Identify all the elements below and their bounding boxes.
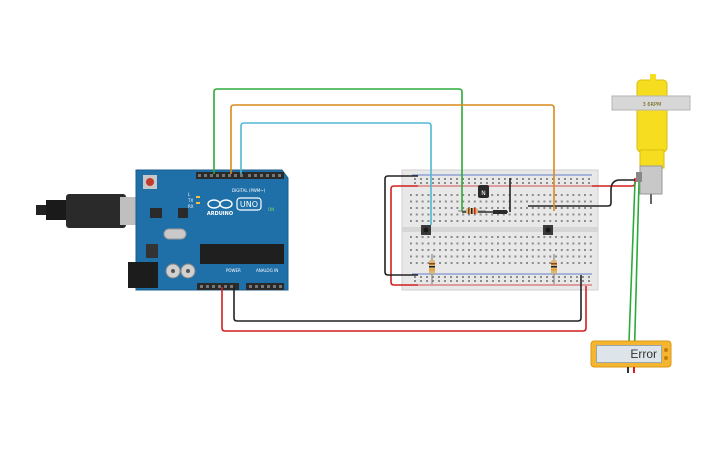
motor-can [639,165,663,195]
uno-label: UNO [240,200,258,209]
atmega-chip [200,244,284,264]
power-analog-pins[interactable] [200,285,282,288]
on-label: ON [268,207,274,212]
wire-green[interactable] [213,88,463,211]
usb-connector [66,194,126,228]
l-label: L [188,192,191,197]
wire-black-motor[interactable] [584,179,635,207]
power-label: POWER [226,268,241,273]
multimeter-readout: Error [596,345,662,363]
rx-label: RX [188,204,194,209]
voltage-regulator [146,244,158,258]
pushbutton-right[interactable] [543,225,553,235]
breadboard-holes[interactable] [410,178,592,282]
usb-plug-tip [36,205,48,215]
wire-green-meter-1[interactable] [627,181,636,369]
transistor-label: N [481,190,486,197]
wire-black-left-rail[interactable] [384,175,418,276]
usb-plug-body [46,200,68,220]
motor-top-tab [650,74,656,82]
resistor-right[interactable] [551,254,557,284]
digital-header-label: DIGITAL (PWM~) [232,188,266,193]
chip-usb [178,208,188,218]
analog-header [246,283,284,290]
led-l [196,196,200,198]
wire-cyan[interactable] [240,122,432,225]
chip-small [150,208,162,218]
wire-red-5v[interactable] [221,286,587,332]
motor-gearbox-lower [639,149,665,169]
arduino-board[interactable]: DIGITAL (PWM~) TX RX L UNO ARDUINO ON [128,169,289,291]
uno-badge [236,197,262,211]
wire-red-left-rail[interactable] [390,185,418,286]
multimeter-knob-top [664,348,668,352]
arduino-label: ARDUINO [207,211,233,217]
analog-label: ANALOG IN [256,268,278,273]
tx-label: TX [187,198,193,203]
multimeter-knob-bottom [664,356,668,360]
breadboard[interactable] [401,169,599,291]
motor-label: 3 6RPM [643,102,662,108]
crystal-oscillator [163,228,187,240]
power-jack[interactable] [128,262,158,288]
arduino-logo-icon [207,199,233,209]
center-channel [402,227,598,232]
wire-green-meter-2[interactable] [633,181,640,369]
pushbutton-left[interactable] [421,225,431,235]
resistor-left[interactable] [429,254,435,284]
transistor[interactable]: N [478,185,489,198]
wire-orange[interactable] [230,104,555,211]
wire-black-gnd[interactable] [233,275,582,322]
reset-button-cap [146,178,154,186]
digital-pins[interactable] [198,174,281,177]
motor-shaft-housing [611,95,691,111]
motor-terminal [636,172,642,182]
dc-motor[interactable]: 3 6RPM [611,74,691,204]
led-tx [196,202,200,204]
